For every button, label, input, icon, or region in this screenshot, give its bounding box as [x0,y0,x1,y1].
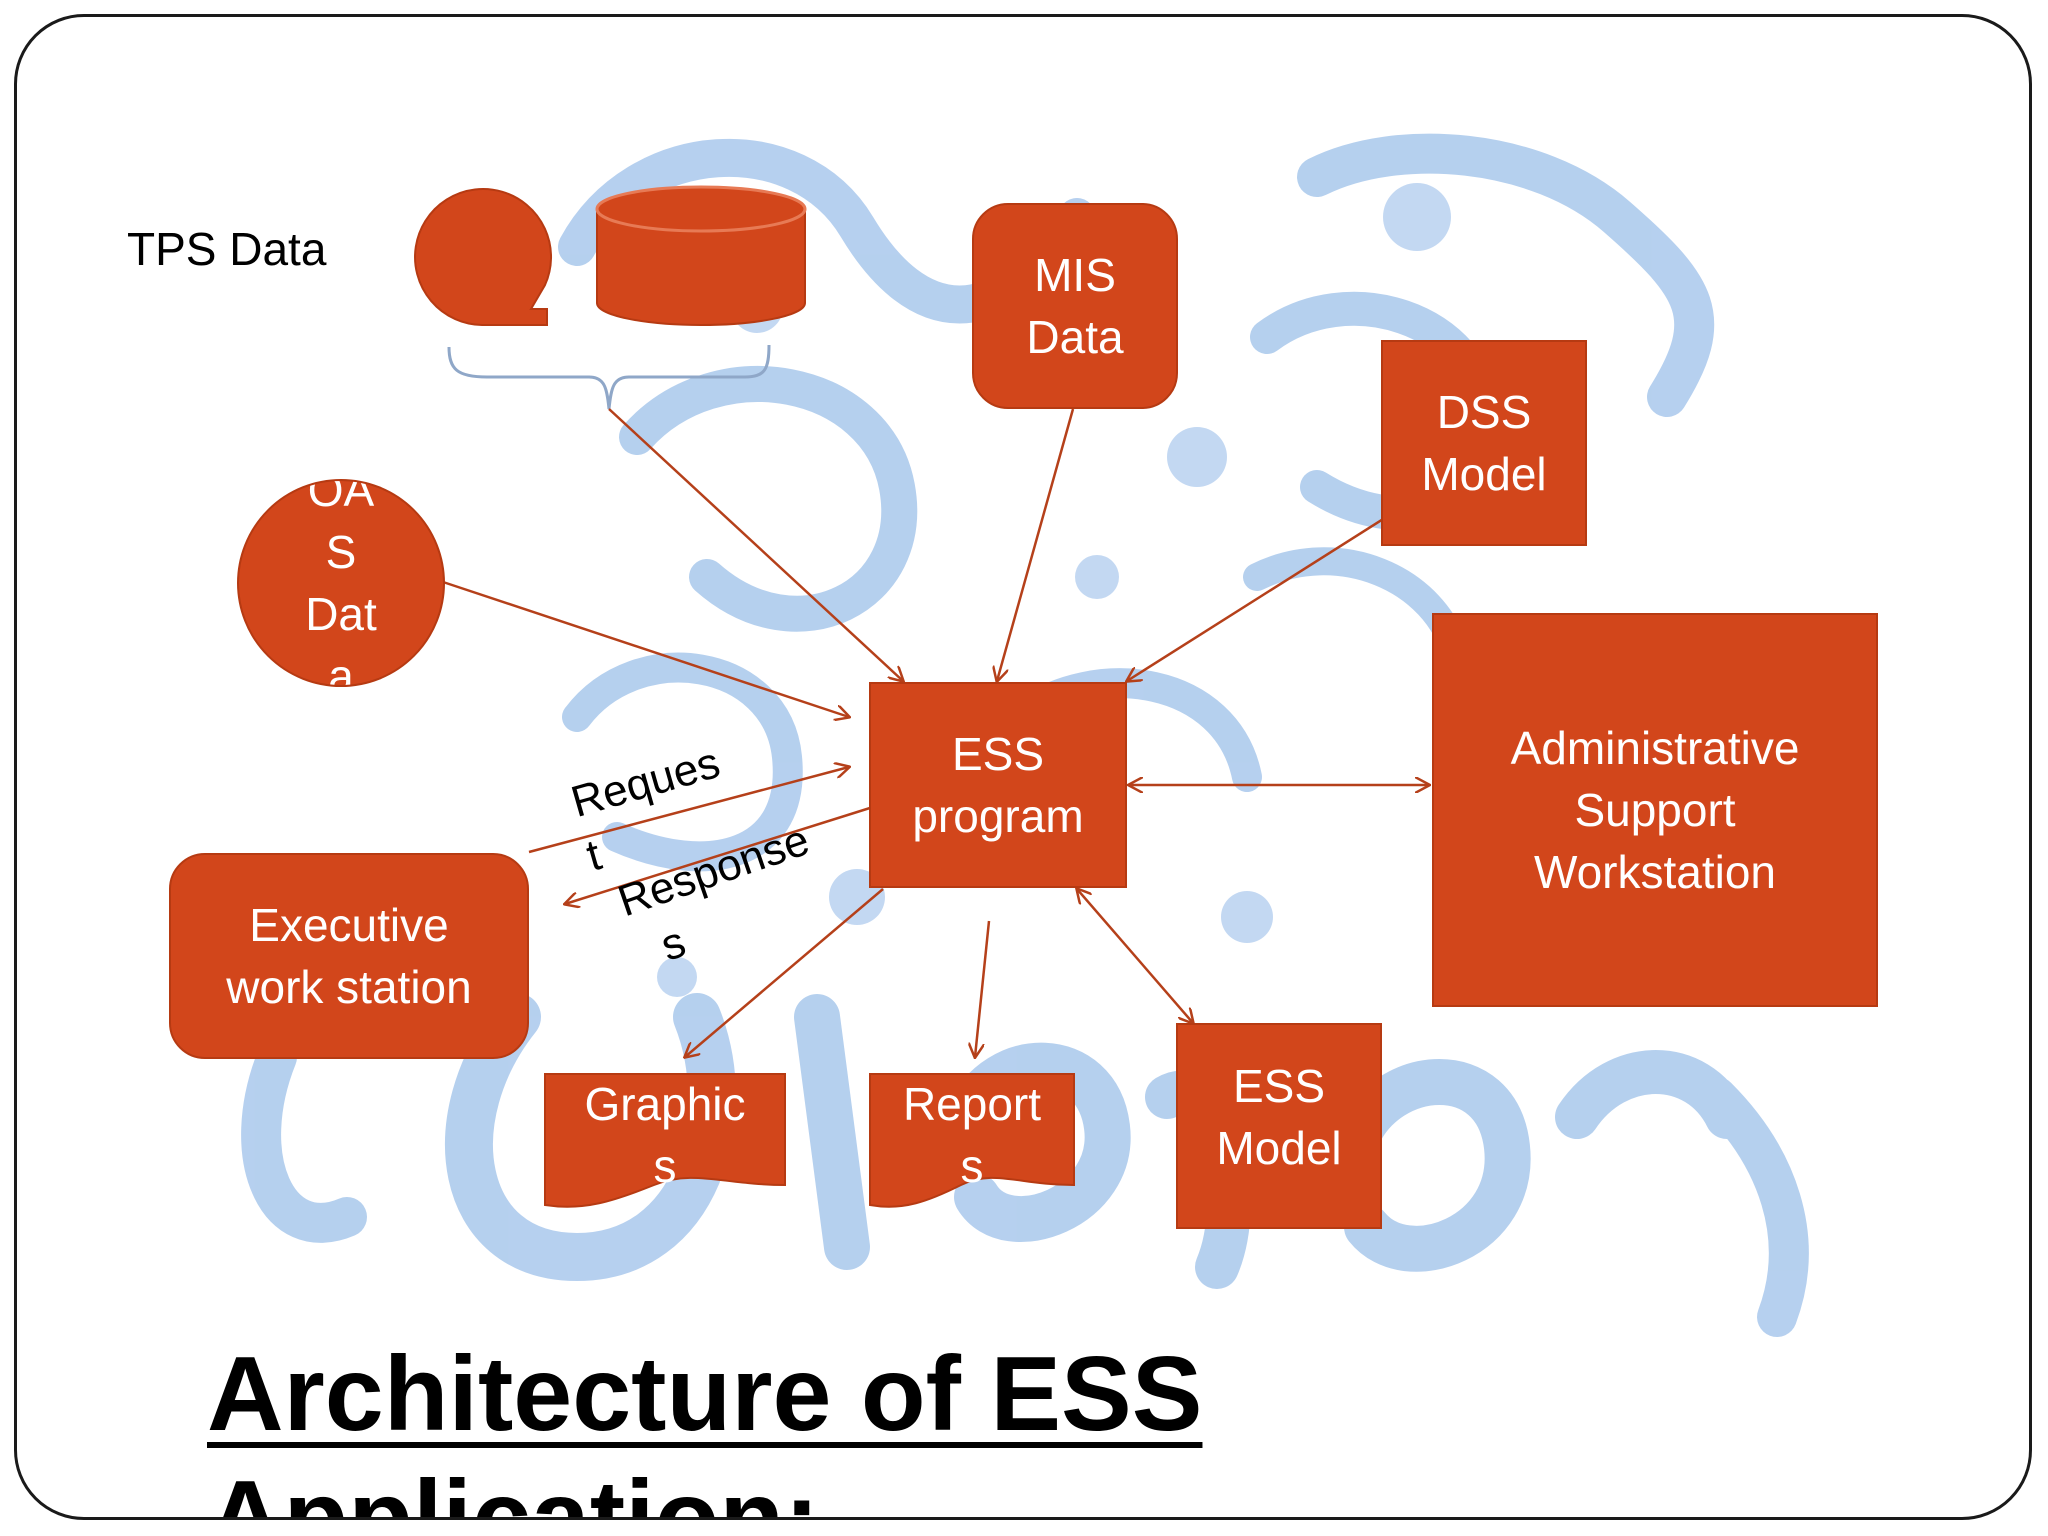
tps-data-label: TPS Data [127,223,327,275]
arrow-oas-to-ess [442,580,849,717]
slide-canvas: TPS Data MIS Data DSS Model OA S Dat a E… [17,17,2029,1520]
arrow-request [528,767,849,854]
tps-sequential-storage-icon [414,188,553,326]
graphics-document-node: Graphic s [544,1073,786,1213]
arrow-tps-to-ess [608,408,903,681]
ess-model-node: ESS Model [1176,1023,1382,1229]
arrow-ess-essmodel [1077,889,1193,1023]
admin-support-workstation-node: Administrative Support Workstation [1432,613,1878,1007]
reports-document-node: Report s [869,1073,1075,1213]
executive-workstation-node: Executive work station [169,853,529,1059]
arrow-mis-to-ess [997,408,1075,681]
arrow-ess-to-graphics [685,888,884,1057]
tps-database-icon [595,185,807,326]
tps-brace [447,344,771,410]
arrow-response [565,800,890,904]
dss-model-node: DSS Model [1381,340,1587,546]
slide-frame: TPS Data MIS Data DSS Model OA S Dat a E… [14,14,2032,1520]
arrow-ess-to-reports [975,920,991,1057]
graphics-document-shape [544,1073,786,1208]
slide-title: Architecture of ESS Application: [207,1335,1203,1520]
reports-document-shape [869,1073,1075,1208]
ess-program-node: ESS program [869,682,1127,888]
mis-data-node: MIS Data [972,203,1178,409]
oas-data-node: OA S Dat a [237,479,445,687]
connector-layer [442,344,1438,1520]
